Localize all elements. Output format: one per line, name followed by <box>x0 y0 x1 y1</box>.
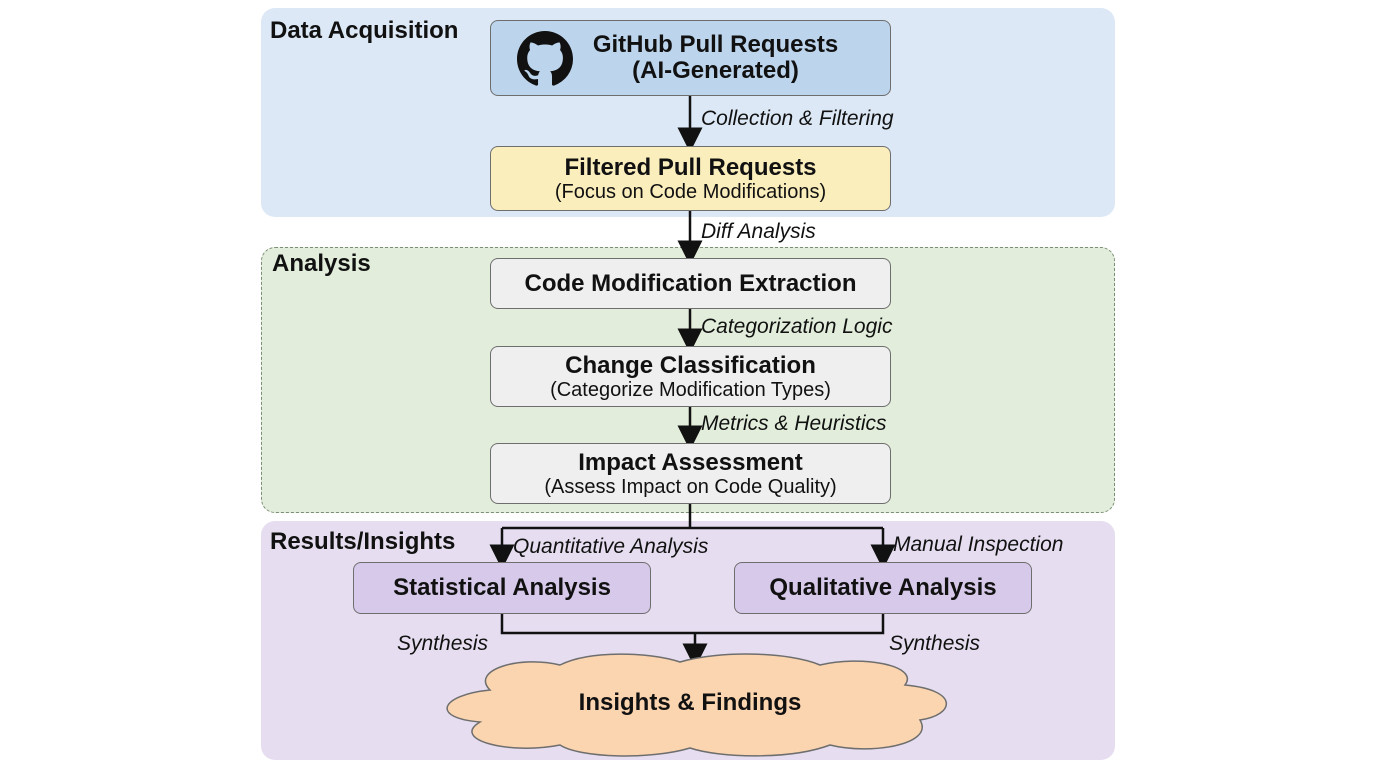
node-title: Qualitative Analysis <box>769 574 997 601</box>
edge-label-metrics: Metrics & Heuristics <box>701 412 887 435</box>
edge-label-categorization: Categorization Logic <box>701 315 893 338</box>
edge-label-quantitative: Quantitative Analysis <box>513 535 709 558</box>
section-label-analysis: Analysis <box>272 250 371 277</box>
edge-label-synthesis-right: Synthesis <box>889 632 981 655</box>
node-subtitle: (Categorize Modification Types) <box>550 378 831 401</box>
node-title: Statistical Analysis <box>393 574 611 601</box>
node-title: Impact Assessment <box>578 448 803 476</box>
edge-label-manual: Manual Inspection <box>893 533 1064 556</box>
node-qualitative-analysis: Qualitative Analysis <box>734 562 1032 614</box>
edge-label-collection: Collection & Filtering <box>701 107 894 130</box>
node-insights-findings: Insights & Findings <box>578 689 802 716</box>
section-label-results: Results/Insights <box>270 528 456 555</box>
node-statistical-analysis: Statistical Analysis <box>353 562 651 614</box>
node-title: Code Modification Extraction <box>524 269 857 297</box>
node-title: Filtered Pull Requests <box>564 153 817 181</box>
node-github-pull-requests: GitHub Pull Requests (AI-Generated) <box>490 20 891 96</box>
node-title: GitHub Pull Requests <box>592 31 839 58</box>
edge-label-synthesis-left: Synthesis <box>397 632 489 655</box>
merge-connector <box>500 613 885 635</box>
edge-label-diff: Diff Analysis <box>701 220 816 243</box>
node-filtered-pull-requests: Filtered Pull Requests (Focus on Code Mo… <box>490 146 891 211</box>
github-icon <box>517 31 573 86</box>
node-subtitle: (AI-Generated) <box>632 57 799 84</box>
node-change-classification: Change Classification (Categorize Modifi… <box>490 346 891 407</box>
node-subtitle: (Assess Impact on Code Quality) <box>544 475 837 498</box>
node-subtitle: (Focus on Code Modifications) <box>554 180 827 203</box>
node-impact-assessment: Impact Assessment (Assess Impact on Code… <box>490 443 891 504</box>
section-label-data-acquisition: Data Acquisition <box>270 17 459 44</box>
node-code-modification-extraction: Code Modification Extraction <box>490 258 891 309</box>
insights-cloud <box>446 653 948 757</box>
node-title: Change Classification <box>565 351 816 379</box>
